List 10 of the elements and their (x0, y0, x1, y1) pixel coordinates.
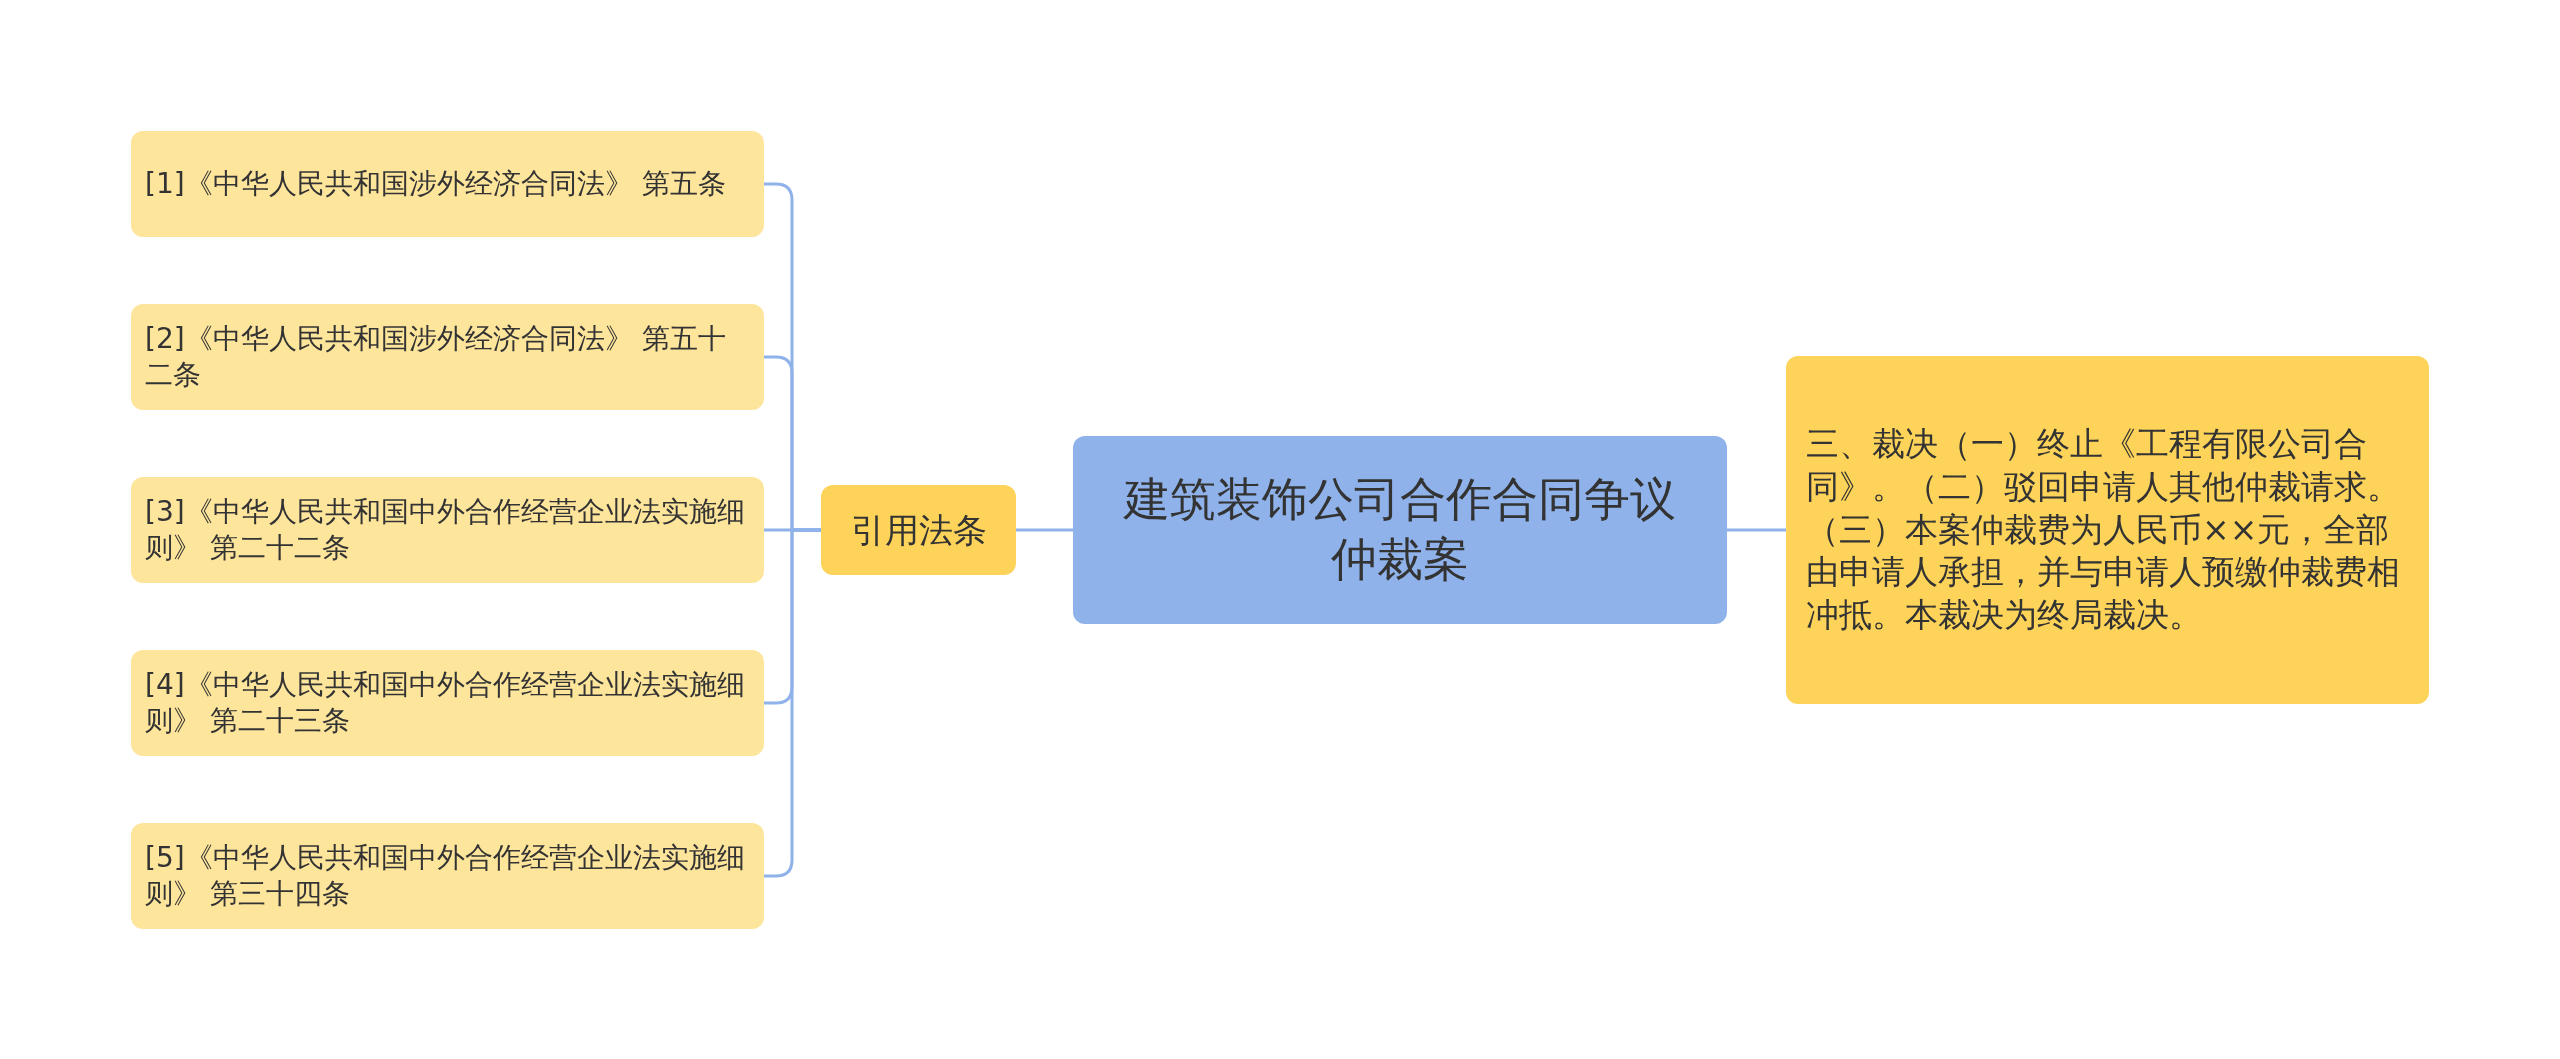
ruling-box: 三、裁决（一）终止《工程有限公司合同》。（二）驳回申请人其他仲裁请求。（三）本案仲裁费为人民币××元，全部由申请人承担，并与申请人预缴仲裁费相冲抵。本裁决为终局裁决。 (1786, 356, 2429, 704)
connector-line (1016, 528, 1073, 532)
citation-box: [1]《中华人民共和国涉外经济合同法》 第五条 (131, 131, 764, 237)
citation-box: [3]《中华人民共和国中外合作经营企业法实施细则》 第二十二条 (131, 477, 764, 583)
subtopic-box: 引用法条 (821, 485, 1016, 575)
citation-box: [2]《中华人民共和国涉外经济合同法》 第五十二条 (131, 304, 764, 410)
connector-line (1727, 528, 1786, 532)
citation-box: [4]《中华人民共和国中外合作经营企业法实施细则》 第二十三条 (131, 650, 764, 756)
topic-box: 建筑装饰公司合作合同争议仲裁案 (1073, 436, 1727, 624)
citation-box: [5]《中华人民共和国中外合作经营企业法实施细则》 第三十四条 (131, 823, 764, 929)
